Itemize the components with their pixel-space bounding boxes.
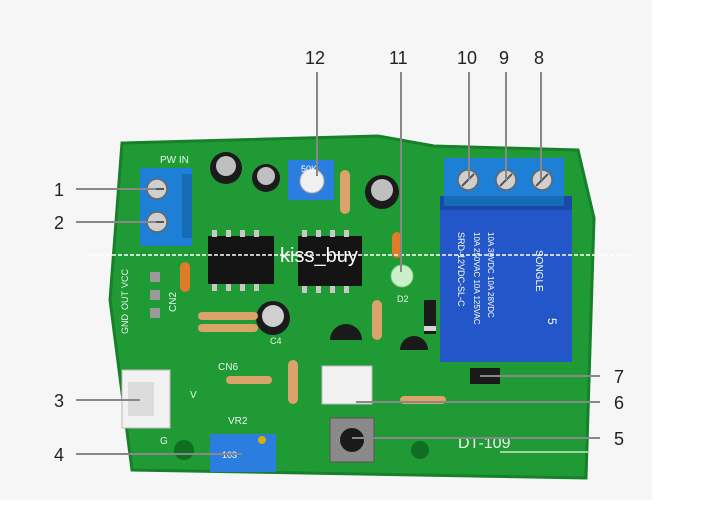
svg-text:OUT: OUT	[120, 291, 130, 311]
callout-9: 9	[499, 48, 509, 68]
svg-text:CN2: CN2	[168, 292, 179, 312]
svg-text:10A 30VDC 10A 28VDC: 10A 30VDC 10A 28VDC	[486, 232, 495, 318]
callout-11: 11	[389, 48, 408, 68]
ic-chip-2	[298, 236, 362, 286]
svg-text:5: 5	[545, 318, 559, 325]
svg-text:D2: D2	[397, 294, 409, 304]
callout-8: 8	[534, 48, 544, 68]
power-terminal-block	[140, 168, 192, 246]
svg-text:SRD-12VDC-SL-C: SRD-12VDC-SL-C	[456, 232, 466, 307]
callout-2: 2	[54, 213, 64, 233]
svg-text:C4: C4	[270, 336, 282, 346]
callout-4: 4	[54, 445, 64, 465]
watermark-text: kiss_buy	[280, 245, 358, 267]
capacitors-top	[210, 152, 399, 335]
callout-10: 10	[457, 48, 477, 68]
callout-7: 7	[614, 367, 624, 387]
transistor	[400, 336, 428, 350]
callout-5: 5	[614, 429, 624, 449]
header-pins-cn2	[150, 272, 160, 318]
callout-3: 3	[54, 391, 64, 411]
resistors	[180, 170, 446, 404]
svg-text:CN6: CN6	[218, 362, 238, 373]
svg-text:GND: GND	[120, 314, 130, 335]
svg-text:10A 250VAC 10A 125VAC: 10A 250VAC 10A 125VAC	[472, 232, 481, 325]
svg-text:G: G	[160, 436, 168, 447]
callout-numbers: 1 2 3 4 5 6 7 8 9 10 11 12	[54, 48, 624, 465]
svg-text:VCC: VCC	[120, 268, 130, 288]
relay-terminal-block	[444, 158, 564, 206]
svg-text:V: V	[190, 390, 197, 401]
diode	[424, 300, 436, 334]
callout-12: 12	[305, 48, 325, 68]
svg-text:VR2: VR2	[228, 416, 248, 427]
white-connector-mid	[321, 365, 373, 405]
transistor	[330, 324, 362, 340]
push-button	[329, 417, 375, 463]
callout-6: 6	[614, 393, 624, 413]
mount-hole	[174, 440, 194, 460]
pw-in-label: PW IN	[160, 155, 189, 166]
board-model-label: DT-109	[458, 435, 511, 452]
mount-hole	[411, 441, 429, 459]
callout-1: 1	[54, 180, 64, 200]
potentiometer-50k: 50K	[288, 160, 334, 200]
relay-songle: SRD-12VDC-SL-C 10A 250VAC 10A 125VAC 10A…	[440, 196, 572, 362]
svg-text:50K: 50K	[301, 164, 317, 174]
svg-text:SONGLE: SONGLE	[533, 250, 544, 292]
callout-lines	[76, 72, 600, 455]
ic-chip-1	[208, 236, 274, 284]
